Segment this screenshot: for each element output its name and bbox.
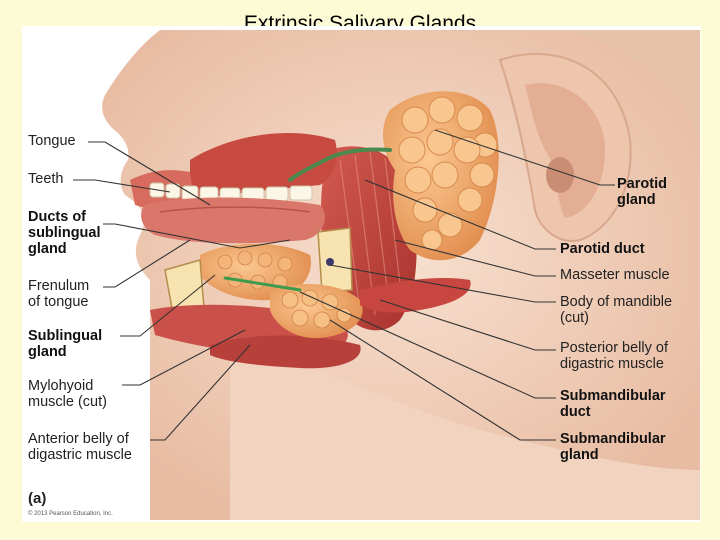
copyright-notice: © 2013 Pearson Education, Inc.: [28, 511, 113, 517]
figure-part-label: (a): [28, 490, 47, 507]
parotid-gland: [383, 91, 499, 261]
label-parotid-duct: Parotid duct: [560, 241, 645, 257]
label-mylohyoid-muscle: Mylohyoid muscle (cut): [28, 378, 107, 410]
label-sublingual-gland: Sublingual gland: [28, 328, 103, 360]
tongue: [141, 197, 325, 244]
parotid-duct: [288, 147, 392, 182]
label-posterior-belly-digastric: Posterior belly of digastric muscle: [560, 340, 668, 372]
label-submandibular-duct: Submandibular duct: [560, 388, 666, 420]
label-teeth: Teeth: [28, 171, 64, 187]
label-body-of-mandible: Body of mandible (cut): [560, 294, 673, 326]
submandibular-duct: [223, 276, 302, 292]
anterior-digastric: [210, 335, 361, 369]
ear: [498, 52, 632, 242]
label-submandibular-gland: Submandibular gland: [560, 431, 666, 463]
posterior-digastric: [360, 278, 471, 313]
upper-teeth: [149, 182, 313, 203]
leader-lines: [73, 129, 615, 441]
label-masseter-muscle: Masseter muscle: [560, 267, 670, 283]
label-frenulum-of-tongue: Frenulum of tongue: [28, 278, 90, 310]
label-tongue: Tongue: [28, 133, 76, 149]
label-parotid-gland: Parotid gland: [617, 176, 667, 208]
label-anterior-belly-digastric: Anterior belly of digastric muscle: [28, 431, 132, 463]
label-ducts-of-sublingual-gland: Ducts of sublingual gland: [28, 209, 101, 257]
